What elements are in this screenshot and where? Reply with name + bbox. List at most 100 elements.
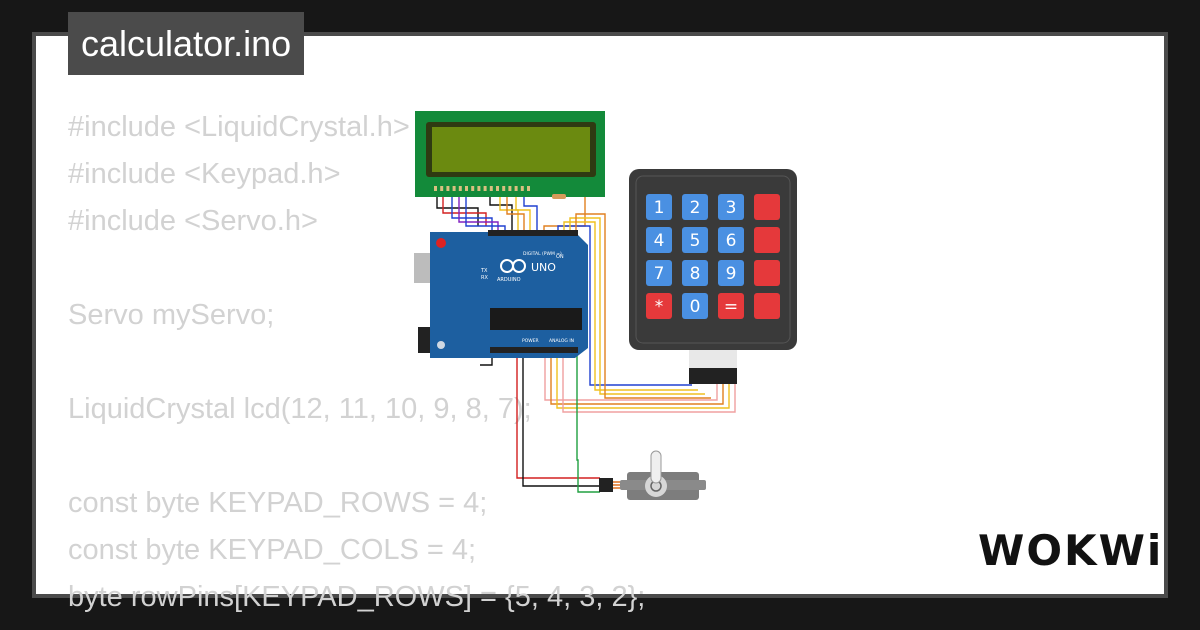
lcd-display — [415, 111, 605, 199]
wire — [523, 191, 538, 238]
code-line: LiquidCrystal lcd(12, 11, 10, 9, 8, 7); — [68, 393, 532, 425]
lcd-pin — [502, 186, 506, 191]
keypad-key-label: 0 — [690, 297, 701, 317]
keypad-key — [682, 194, 708, 220]
code-line: #include <LiquidCrystal.h> — [68, 111, 410, 143]
on-label: ON — [556, 254, 564, 260]
lcd-resistor — [552, 194, 566, 199]
keypad-key-label: 5 — [690, 231, 701, 251]
wire — [544, 351, 718, 401]
project-title[interactable]: calculator.ino — [68, 12, 305, 75]
arduino-logo — [500, 259, 526, 273]
keypad-key — [754, 227, 780, 253]
keypad-key — [754, 293, 780, 319]
wire — [575, 213, 711, 399]
code-preview: #include <LiquidCrystal.h> #include <Keyp… — [68, 104, 645, 621]
lcd-pins — [434, 186, 530, 191]
keypad-key — [682, 227, 708, 253]
wire — [556, 351, 730, 409]
wire — [569, 217, 705, 395]
wire — [515, 191, 531, 238]
microcontroller-chip — [490, 308, 582, 330]
code-line: byte rowPins[KEYPAD_ROWS] = {5, 4, 3, 2}… — [68, 581, 646, 613]
keypad-key — [718, 227, 744, 253]
tx-label: TX — [480, 268, 488, 274]
lcd-pin — [496, 186, 499, 191]
brand-label: ARDUINO — [497, 277, 521, 283]
keypad-key-label: = — [724, 297, 738, 317]
digital-header — [488, 230, 578, 236]
keypad-key-label: 2 — [690, 198, 701, 218]
wire — [451, 191, 493, 238]
code-line: Servo myServo; — [68, 299, 275, 331]
keypad-key — [646, 260, 672, 286]
keypad-key — [682, 260, 708, 286]
code-line: #include <Servo.h> — [68, 205, 318, 237]
wire — [499, 191, 519, 238]
keypad-key-label: * — [655, 297, 664, 317]
wokwi-logo[interactable]: WOKWi — [978, 526, 1164, 575]
keypad-key — [754, 260, 780, 286]
power-label: POWER — [522, 338, 539, 344]
servo-motor — [599, 450, 706, 500]
servo-hub — [645, 475, 667, 497]
keypad-key-label: 4 — [654, 231, 665, 251]
lcd-pin — [477, 186, 481, 191]
lcd-pin — [452, 186, 456, 191]
board-name: UNO — [531, 261, 556, 274]
wire — [563, 221, 698, 391]
code-line: const byte KEYPAD_COLS = 4; — [68, 534, 477, 566]
keypad-key-label: 3 — [726, 198, 737, 218]
lcd-pin — [508, 186, 512, 191]
wire — [489, 191, 513, 238]
lcd-pin — [520, 186, 524, 191]
lcd-pin — [514, 186, 518, 191]
keypad-key — [718, 293, 744, 319]
servo-horn — [650, 450, 662, 484]
keypad-key-label: 8 — [690, 264, 701, 284]
keypad-key-label: 9 — [726, 264, 737, 284]
lcd-pin — [489, 186, 493, 191]
lcd-pin — [527, 186, 530, 191]
reset-button — [436, 238, 446, 248]
keypad-key — [646, 227, 672, 253]
analog-label: ANALOG IN — [549, 338, 574, 344]
wire — [550, 351, 724, 405]
arduino-uno: UNO ARDUINO DIGITAL (PWM ~) POWER ANALOG… — [414, 230, 588, 358]
wire — [442, 191, 487, 226]
keypad-key-label: 1 — [654, 198, 665, 218]
keypad-key — [754, 194, 780, 220]
keypad-key — [646, 293, 672, 319]
keypad-keys: 1 2 3 4 5 6 7 8 9 * 0 = — [646, 194, 780, 319]
wires — [436, 191, 736, 493]
keypad-key — [682, 293, 708, 319]
lcd-pin — [440, 186, 444, 191]
mount-hole — [437, 341, 445, 349]
rx-label: RX — [481, 275, 488, 281]
keypad-key — [718, 194, 744, 220]
servo-connector — [599, 478, 613, 492]
lcd-screen — [432, 127, 590, 172]
lcd-pin — [465, 186, 468, 191]
analog-header — [490, 347, 578, 353]
keypad-key-label: 7 — [654, 264, 665, 284]
keypad-key-label: 6 — [726, 231, 737, 251]
membrane-keypad: 1 2 3 4 5 6 7 8 9 * 0 = — [629, 169, 797, 384]
wire — [576, 351, 600, 493]
wire — [506, 191, 525, 238]
code-line: const byte KEYPAD_ROWS = 4; — [68, 487, 488, 519]
wire — [436, 191, 479, 226]
lcd-pin — [483, 186, 487, 191]
keypad-key — [646, 194, 672, 220]
keypad-key — [718, 260, 744, 286]
lcd-pin — [446, 186, 450, 191]
keypad-connector — [689, 368, 737, 384]
code-line: #include <Keypad.h> — [68, 158, 341, 190]
lcd-pin — [471, 186, 475, 191]
digital-label: DIGITAL (PWM ~) — [523, 251, 562, 257]
lcd-pin — [458, 186, 462, 191]
wire — [516, 351, 600, 479]
lcd-pin — [434, 186, 437, 191]
wire — [562, 351, 736, 413]
